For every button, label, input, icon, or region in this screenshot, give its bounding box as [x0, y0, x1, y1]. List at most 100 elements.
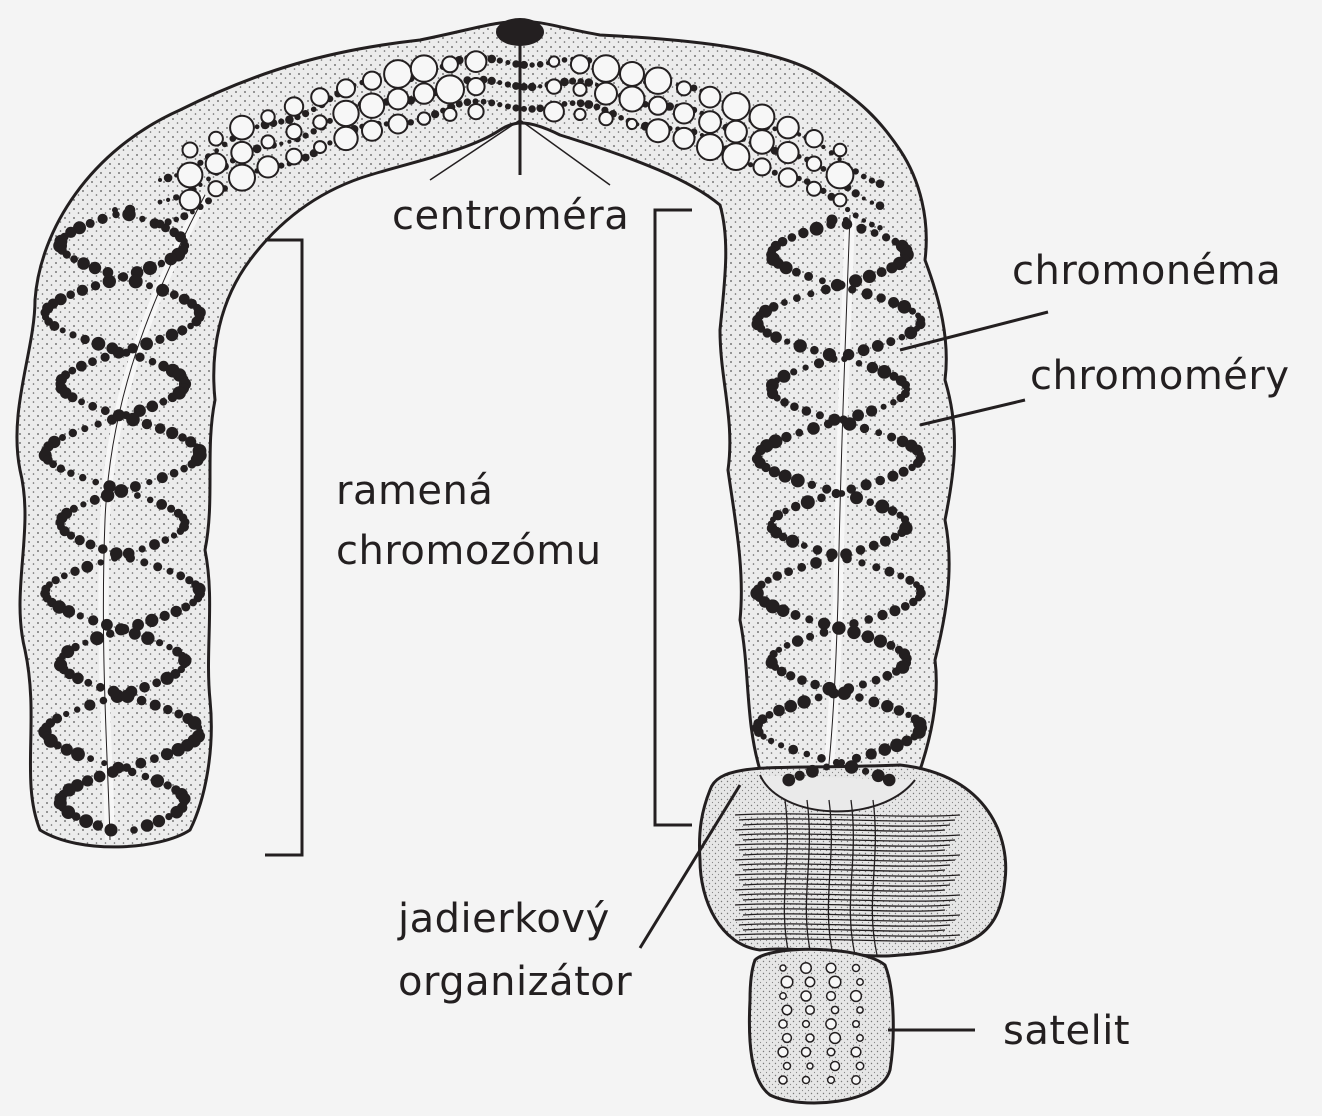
chromomere-bead — [823, 682, 837, 696]
chromomere-bead — [869, 178, 875, 184]
label-satellite: satelit — [1003, 1005, 1130, 1057]
chromomere-bead — [157, 472, 168, 483]
chromomere-bead — [784, 642, 791, 649]
chromomere-bead — [792, 635, 803, 646]
chromomere-bead — [820, 628, 829, 637]
chromomere-bead — [866, 405, 877, 416]
chromomere-bead — [76, 361, 87, 372]
chromomere-bead — [828, 414, 840, 426]
chromomere-bead — [153, 562, 162, 571]
satellite-bead — [831, 1006, 838, 1013]
chromomere-open-bead — [183, 143, 198, 158]
satellite-bead — [831, 1062, 840, 1071]
chromomere-bead — [145, 614, 158, 627]
chromomere-bead — [876, 201, 885, 210]
chromomere-bead — [80, 501, 86, 507]
chromomere-bead — [464, 98, 472, 106]
chromomere-bead — [887, 433, 896, 442]
chromomere-bead — [843, 349, 854, 360]
chromomere-bead — [63, 605, 76, 618]
chromomere-bead — [103, 267, 114, 278]
chromomere-bead — [830, 355, 838, 363]
chromomere-bead — [82, 775, 93, 786]
chromomere-bead — [876, 293, 885, 302]
chromomere-bead — [173, 194, 179, 200]
chromomere-bead — [823, 764, 830, 771]
chromomere-bead — [890, 739, 904, 753]
label-centromere: centroméra — [392, 190, 629, 242]
chromomere-bead — [142, 419, 152, 429]
satellite-bead — [806, 1006, 815, 1015]
chromomere-bead — [86, 219, 95, 228]
chromomere-open-bead — [285, 97, 303, 115]
chromomere-open-bead — [677, 81, 691, 95]
chromomere-open-bead — [178, 163, 203, 188]
chromomere-bead — [792, 268, 801, 277]
chromomere-open-bead — [807, 182, 821, 196]
chromomere-bead — [147, 401, 159, 413]
chromomere-bead — [797, 563, 806, 572]
chromomere-bead — [497, 80, 502, 85]
chromomere-bead — [172, 743, 185, 756]
chromomere-bead — [164, 781, 172, 789]
chromomere-bead — [93, 820, 103, 830]
chromomere-bead — [866, 498, 874, 506]
chromomere-bead — [772, 170, 778, 176]
chromomere-bead — [205, 197, 212, 204]
chromomere-open-bead — [230, 116, 254, 140]
chromomere-bead — [98, 214, 108, 224]
chromomere-bead — [826, 549, 838, 561]
chromomere-bead — [505, 81, 511, 87]
chromomere-bead — [876, 179, 885, 188]
chromomere-bead — [167, 568, 174, 575]
chromomere-open-bead — [311, 88, 329, 106]
chromomere-bead — [497, 58, 503, 64]
chromomere-bead — [49, 460, 57, 468]
chromomere-bead — [60, 327, 66, 333]
chromomere-bead — [861, 174, 867, 180]
chromomere-bead — [173, 217, 179, 223]
chromomere-bead — [101, 406, 110, 415]
chromomere-bead — [905, 712, 911, 718]
satellite-bead — [851, 991, 862, 1002]
chromomere-bead — [832, 489, 841, 498]
chromomere-bead — [819, 277, 826, 284]
chromomere-bead — [153, 815, 165, 827]
chromomere-bead — [158, 178, 162, 182]
chromomere-open-bead — [286, 149, 302, 165]
chromomere-open-bead — [827, 162, 854, 189]
chromomere-open-bead — [333, 101, 358, 126]
chromomere-bead — [594, 104, 601, 111]
chromomere-bead — [808, 481, 816, 489]
chromomere-bead — [88, 615, 98, 625]
chromomere-bead — [802, 406, 812, 416]
label-nucleolar-line1: jadierkový — [398, 893, 610, 945]
chromomere-open-bead — [595, 83, 617, 105]
chromomere-open-bead — [180, 190, 201, 211]
chromomere-open-bead — [574, 109, 585, 120]
chromomere-bead — [77, 612, 84, 619]
chromomere-bead — [901, 602, 910, 611]
chromomere-bead — [170, 469, 179, 478]
chromomere-bead — [798, 228, 808, 238]
chromomere-bead — [765, 577, 772, 584]
chromomere-bead — [78, 398, 85, 405]
chromomere-bead — [861, 479, 872, 490]
chromomere-bead — [849, 619, 858, 628]
chromomere-bead — [168, 393, 178, 403]
chromomere-open-bead — [337, 79, 355, 97]
chromomere-bead — [134, 492, 141, 499]
chromomere-open-bead — [620, 87, 645, 112]
chromomere-bead — [845, 207, 850, 212]
chromomere-open-bead — [620, 62, 644, 86]
chromomere-bead — [84, 679, 92, 687]
chromomere-bead — [158, 200, 163, 205]
chromomere-bead — [68, 392, 78, 402]
chromomere-bead — [488, 99, 495, 106]
chromomere-bead — [805, 615, 813, 623]
chromomere-bead — [161, 672, 174, 685]
chromomere-bead — [135, 353, 144, 362]
arm-bracket-left — [265, 240, 302, 855]
chromomere-bead — [889, 605, 900, 616]
chromomere-bead — [806, 765, 819, 778]
